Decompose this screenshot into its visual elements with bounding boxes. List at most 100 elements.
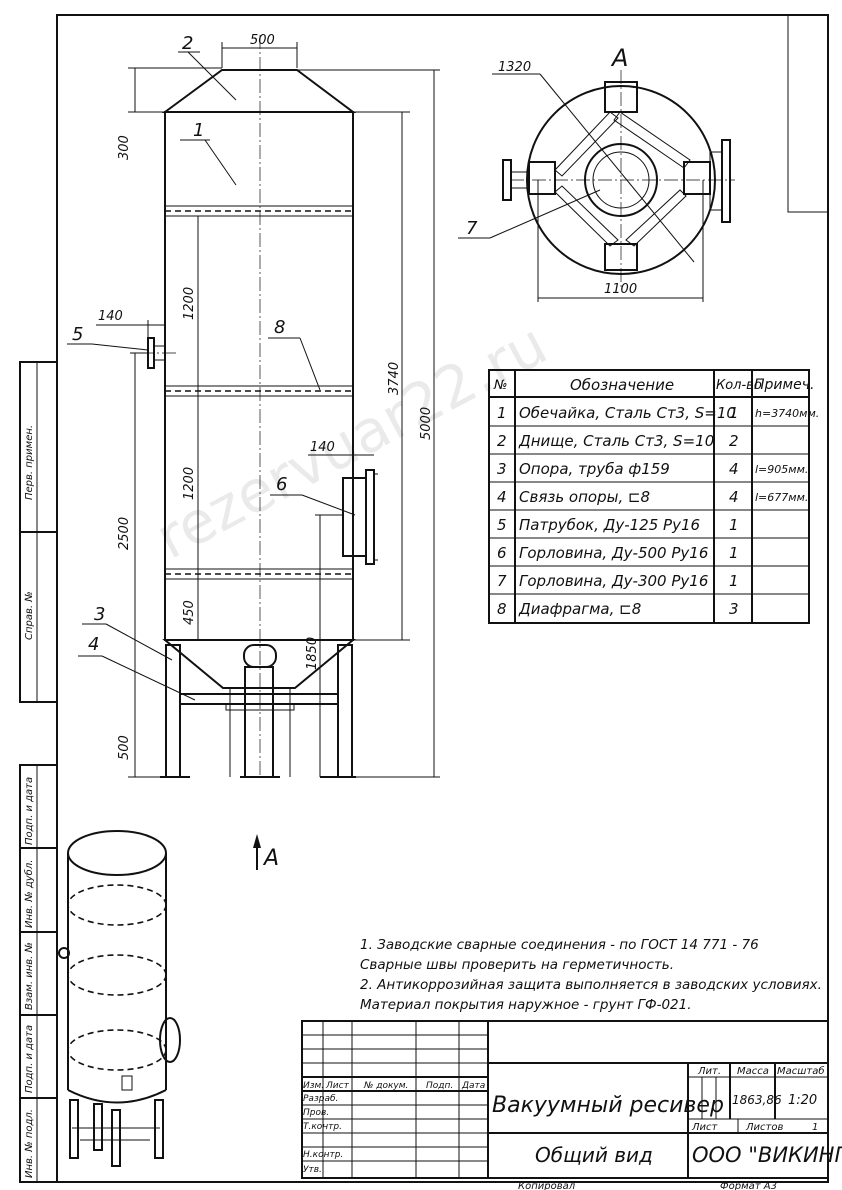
- dim-plan-width: 1100: [604, 282, 637, 297]
- svg-text:3: 3: [497, 460, 507, 478]
- dim-support-height: 1850: [305, 637, 320, 670]
- svg-text:5: 5: [497, 516, 507, 534]
- svg-text:Диафрагма, ⊏8: Диафрагма, ⊏8: [518, 600, 641, 618]
- view-label-top: A: [610, 44, 628, 72]
- svg-text:Н.контр.: Н.контр.: [303, 1150, 343, 1160]
- svg-text:1: 1: [729, 404, 739, 422]
- dim-section-c: 450: [182, 600, 197, 625]
- svg-text:7: 7: [497, 572, 507, 590]
- mass-value: 1863,86: [732, 1093, 782, 1107]
- svg-text:Днище, Сталь Ст3, S=10: Днище, Сталь Ст3, S=10: [518, 432, 714, 450]
- dim-shell: 3740: [387, 362, 402, 395]
- dim-section-a: 1200: [182, 287, 197, 320]
- diaphragms: [164, 205, 354, 580]
- svg-text:Изм.: Изм.: [303, 1081, 324, 1091]
- svg-text:Листов: Листов: [745, 1122, 783, 1133]
- dim-section-b: 1200: [182, 467, 197, 500]
- dim-nozzle-offset: 140: [98, 309, 123, 324]
- scale-value: 1:20: [788, 1093, 817, 1108]
- view-arrow-bottom: [253, 834, 261, 870]
- svg-text:Горловина, Ду-500 Ру16: Горловина, Ду-500 Ру16: [519, 544, 708, 562]
- stamp-first-use: Перв. примен.: [24, 425, 35, 500]
- dimensions-front: 500 300 3740 5000 1200 1200 450 140 2500…: [96, 33, 440, 778]
- svg-text:2. Антикоррозийная защита выпо: 2. Антикоррозийная защита выполняется в …: [360, 977, 822, 993]
- svg-text:4: 4: [497, 488, 507, 506]
- spec-header-qty: Кол-во: [716, 378, 762, 393]
- svg-text:2: 2: [497, 432, 507, 450]
- callout-7: 7: [466, 218, 478, 239]
- svg-text:Сварные швы проверить на герме: Сварные швы проверить на герметичность.: [360, 957, 674, 973]
- svg-text:4: 4: [729, 460, 739, 478]
- svg-text:Связь опоры, ⊏8: Связь опоры, ⊏8: [519, 488, 650, 506]
- stamp-replace-inv: Взам. инв. №: [24, 942, 35, 1010]
- dim-plan-diameter: 1320: [498, 60, 531, 75]
- svg-text:1: 1: [812, 1122, 818, 1133]
- callout-4: 4: [88, 634, 99, 655]
- top-head: [161, 69, 356, 113]
- svg-text:Горловина, Ду-300 Ру16: Горловина, Ду-300 Ру16: [519, 572, 708, 590]
- spec-header-note: Примеч.: [754, 377, 814, 393]
- svg-text:Масса: Масса: [737, 1066, 769, 1077]
- svg-text:l=677мм.: l=677мм.: [755, 491, 808, 504]
- support-legs: [160, 644, 356, 778]
- svg-text:Утв.: Утв.: [303, 1165, 322, 1175]
- callout-3: 3: [94, 604, 105, 625]
- svg-text:8: 8: [497, 600, 507, 618]
- callout-2: 2: [182, 33, 193, 54]
- dim-legs: 500: [117, 735, 132, 760]
- svg-text:Патрубок, Ду-125 Ру16: Патрубок, Ду-125 Ру16: [519, 516, 700, 534]
- svg-text:Обечайка, Сталь Ст3, S=10: Обечайка, Сталь Ст3, S=10: [519, 404, 736, 422]
- svg-text:Пров.: Пров.: [303, 1108, 329, 1118]
- svg-text:1: 1: [729, 544, 739, 562]
- dim-manhole-offset: 140: [310, 440, 335, 455]
- svg-text:1: 1: [729, 572, 739, 590]
- callout-8: 8: [274, 317, 285, 338]
- title-block: Изм. Лист № докум. Подп. Дата Разраб. Пр…: [301, 1020, 842, 1190]
- plan-view: 1320 1100: [492, 60, 735, 302]
- callouts: 2 1 5 8 6 3 4 7: [67, 33, 601, 701]
- svg-text:l=905мм.: l=905мм.: [755, 463, 808, 476]
- svg-text:1: 1: [729, 516, 739, 534]
- spec-table: № Обозначение Кол-во Примеч. 1 Обечайка,…: [488, 369, 819, 624]
- svg-text:Опора, труба ф159: Опора, труба ф159: [519, 460, 670, 478]
- svg-text:1. Заводские сварные соединени: 1. Заводские сварные соединения - по ГОС…: [360, 937, 759, 953]
- dim-top-neck: 500: [250, 33, 275, 48]
- callout-1: 1: [193, 120, 204, 141]
- view-label-bottom: A: [262, 846, 279, 871]
- svg-text:Разраб.: Разраб.: [303, 1094, 338, 1104]
- svg-text:Дата: Дата: [461, 1081, 485, 1091]
- side-stamp: Перв. примен. Справ. № Подп. и дата Инв.…: [19, 361, 58, 1183]
- drawing-subtitle: Общий вид: [535, 1143, 653, 1167]
- svg-text:Масштаб: Масштаб: [777, 1065, 825, 1077]
- svg-text:Лист: Лист: [325, 1081, 350, 1091]
- stamp-dup-inv: Инв. № дубл.: [23, 860, 35, 928]
- dim-nozzle-height: 2500: [117, 517, 132, 550]
- spec-rows: 1 Обечайка, Сталь Ст3, S=10 1 h=3740мм. …: [497, 404, 819, 618]
- front-view: [140, 35, 378, 778]
- stamp-sign-date-1: Подп. и дата: [24, 777, 35, 845]
- svg-text:Лист: Лист: [691, 1122, 719, 1133]
- svg-text:№ докум.: № докум.: [363, 1081, 408, 1091]
- stamp-ref-no: Справ. №: [24, 591, 35, 640]
- dim-total: 5000: [419, 407, 434, 440]
- svg-text:6: 6: [497, 544, 507, 562]
- drawing-title: Вакуумный ресивер: [492, 1093, 724, 1118]
- svg-text:Копировал: Копировал: [518, 1181, 576, 1190]
- corner-stamp-box: [787, 15, 828, 213]
- bottom-head: [162, 639, 356, 689]
- stamp-sign-date-2: Подп. и дата: [24, 1025, 35, 1093]
- callout-5: 5: [72, 324, 83, 345]
- spec-header-num: №: [493, 378, 508, 393]
- manhole: [342, 469, 378, 565]
- svg-text:Материал покрытия наружное - г: Материал покрытия наружное - грунт ГФ-02…: [360, 997, 692, 1013]
- svg-text:Т.контр.: Т.контр.: [303, 1122, 342, 1132]
- watermark: rezervuar22.ru: [145, 310, 558, 573]
- callout-6: 6: [276, 474, 287, 495]
- svg-text:Лит.: Лит.: [697, 1066, 721, 1077]
- svg-text:4: 4: [729, 488, 739, 506]
- svg-text:Формат А3: Формат А3: [720, 1181, 777, 1190]
- dim-top-cone: 300: [117, 135, 132, 160]
- company-name: ООО "ВИКИНГ": [692, 1143, 842, 1167]
- svg-text:h=3740мм.: h=3740мм.: [755, 407, 819, 420]
